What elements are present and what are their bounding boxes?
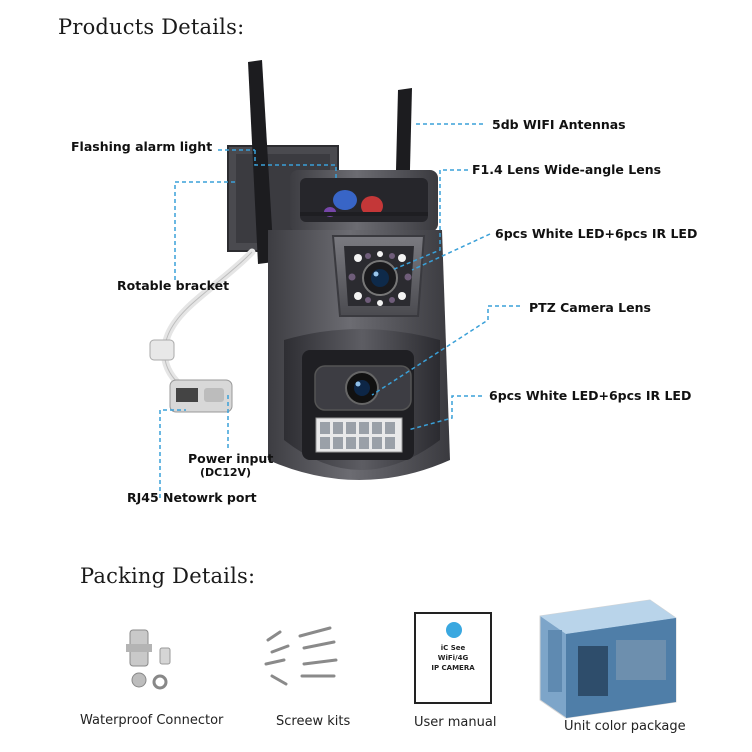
caption-color-package: Unit color package <box>564 719 686 734</box>
upper-housing <box>290 170 438 232</box>
products-details-title: Products Details: <box>58 15 245 39</box>
ptz-dome <box>284 329 440 470</box>
manual-line-3: IP CAMERA <box>431 664 475 672</box>
label-rj45-port: RJ45 Netowrk port <box>127 490 257 505</box>
label-power-spec: (DC12V) <box>200 466 252 479</box>
label-led-bottom: 6pcs White LED+6pcs IR LED <box>489 388 692 403</box>
user-manual-cover: iC See WiFi/4G IP CAMERA <box>414 612 492 704</box>
cable <box>149 248 256 413</box>
label-wide-angle-lens: F1.4 Lens Wide-angle Lens <box>472 162 662 177</box>
label-rotable-bracket: Rotable bracket <box>117 278 230 293</box>
label-wifi-antennas: 5db WIFI Antennas <box>492 117 626 132</box>
screw-kits-icon <box>264 626 338 686</box>
caption-user-manual: User manual <box>414 715 497 730</box>
leader-lines <box>159 123 520 498</box>
caption-waterproof-connector: Waterproof Connector <box>80 713 224 728</box>
wide-angle-camera-box <box>331 235 426 317</box>
label-flashing-alarm-light: Flashing alarm light <box>71 139 213 154</box>
packing-details-title: Packing Details: <box>80 564 256 588</box>
label-ptz-camera-lens: PTZ Camera Lens <box>529 300 651 315</box>
waterproof-connector-icon <box>126 629 171 690</box>
manual-logo-icon <box>446 622 462 638</box>
color-package-box <box>539 599 677 719</box>
manual-line-2: WiFi/4G <box>437 654 469 662</box>
label-led-top: 6pcs White LED+6pcs IR LED <box>495 226 698 241</box>
caption-screw-kits: Screew kits <box>276 714 351 729</box>
manual-line-1: iC See <box>440 644 466 652</box>
label-power-input: Power input <box>188 451 274 466</box>
